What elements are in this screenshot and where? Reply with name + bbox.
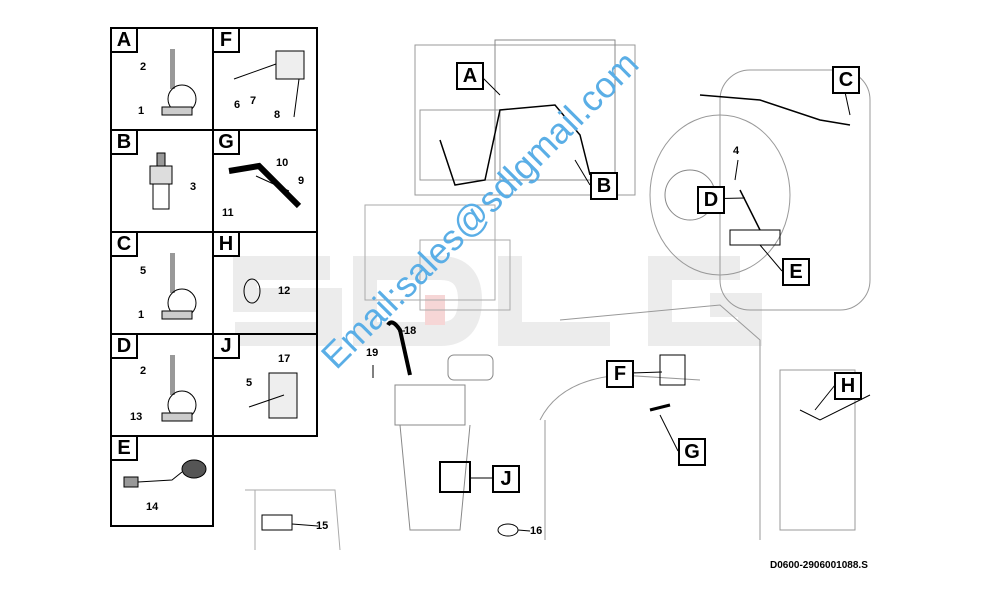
inset-drawing: [245, 489, 341, 551]
cell-letter: D: [110, 333, 138, 359]
part-number: 7: [250, 95, 257, 107]
cell-letter: B: [110, 129, 138, 155]
part-number: 6: [234, 99, 241, 111]
part-number: 2: [140, 61, 147, 73]
callout-e: E: [782, 258, 810, 286]
part-number-15: 15: [316, 520, 329, 532]
engine-drawing: [649, 69, 871, 311]
lever-console-drawing: [386, 320, 519, 537]
transmission-drawing: [364, 39, 636, 311]
callout-a: A: [456, 62, 484, 90]
cell-letter: J: [212, 333, 240, 359]
drawing-id: D0600-2906001088.S: [770, 560, 868, 571]
cell-letter: F: [212, 27, 240, 53]
callout-f: F: [606, 360, 634, 388]
part-number: 17: [278, 353, 291, 365]
part-number: 9: [298, 175, 305, 187]
legend-cell-j: J 17 5: [212, 333, 318, 437]
part-number: 1: [138, 309, 145, 321]
callout-c: C: [832, 66, 860, 94]
cell-letter: H: [212, 231, 240, 257]
part-number: 8: [274, 109, 281, 121]
legend-cell-g: G 10 9 11: [212, 129, 318, 233]
part-number-18: 18: [404, 325, 417, 337]
frame-drawing: [779, 369, 871, 531]
legend-cell-f: F 6 7 8: [212, 27, 318, 131]
part-number: 10: [276, 157, 289, 169]
cell-letter: A: [110, 27, 138, 53]
part-number: 5: [246, 377, 253, 389]
callout-j: J: [492, 465, 520, 493]
cab-drawing: [539, 304, 761, 540]
part-number: 12: [278, 285, 291, 297]
part-number: 1: [138, 105, 145, 117]
cell-letter: G: [212, 129, 240, 155]
cell-letter: C: [110, 231, 138, 257]
part-number: 3: [190, 181, 197, 193]
part-number-19: 19: [366, 347, 379, 359]
part-number-16: 16: [530, 525, 543, 537]
parts-legend-grid: A 2 1 F 6 7 8 B 3 G 10 9 11 C 5 1: [110, 27, 318, 527]
part-number: 2: [140, 365, 147, 377]
part-number: 14: [146, 501, 159, 513]
legend-cell-b: B 3: [110, 129, 214, 233]
part-number-4: 4: [733, 145, 740, 157]
legend-cell-d: D 2 13: [110, 333, 214, 437]
part-number: 13: [130, 411, 143, 423]
part-number: 11: [222, 207, 234, 219]
callout-h: H: [834, 372, 862, 400]
part-number: 5: [140, 265, 147, 277]
callout-d: D: [697, 186, 725, 214]
legend-cell-e: E 14: [110, 435, 214, 527]
cell-letter: E: [110, 435, 138, 461]
legend-cell-h: H 12: [212, 231, 318, 335]
legend-cell-a: A 2 1: [110, 27, 214, 131]
callout-b: B: [590, 172, 618, 200]
callout-g: G: [678, 438, 706, 466]
legend-cell-c: C 5 1: [110, 231, 214, 335]
